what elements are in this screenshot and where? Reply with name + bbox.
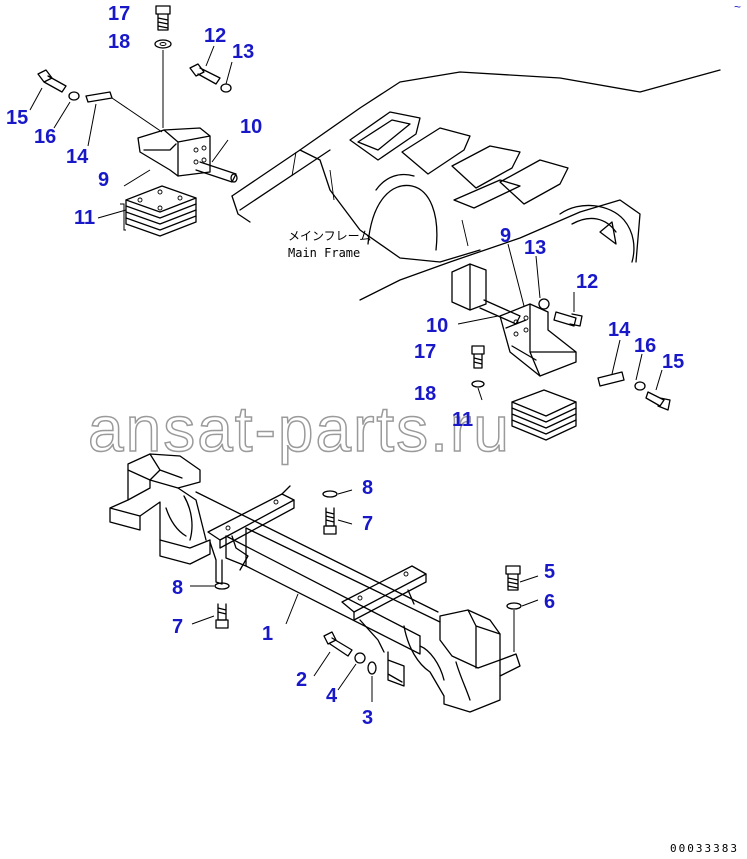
- corner-mark: ~: [733, 0, 741, 14]
- leader-lines: [29, 45, 663, 702]
- callout-4: 4: [326, 685, 338, 707]
- callout-5: 5: [544, 561, 556, 583]
- callout-14-upper: 14: [66, 146, 89, 168]
- main-frame-label-en: Main Frame: [288, 246, 361, 260]
- callout-10-upper: 10: [240, 116, 263, 138]
- callout-3: 3: [362, 707, 374, 729]
- callout-17-upper: 17: [108, 3, 131, 25]
- callout-15-right: 15: [662, 351, 685, 373]
- cross-member-assembly: [109, 453, 522, 713]
- main-frame-label-jp: メインフレーム: [288, 229, 372, 243]
- callout-1: 1: [262, 623, 274, 645]
- callout-8-upper: 8: [362, 477, 374, 499]
- callout-9-upper: 9: [98, 169, 110, 191]
- callout-14-right: 14: [608, 319, 631, 341]
- callout-15-upper: 15: [6, 107, 29, 129]
- callout-9-right: 9: [500, 225, 512, 247]
- callout-11-right: 11: [452, 409, 474, 431]
- callout-7-upper: 7: [362, 513, 374, 535]
- callout-8-lower: 8: [172, 577, 184, 599]
- drawing-code: 00033383: [670, 842, 739, 855]
- main-frame: [231, 69, 721, 301]
- callout-18-right: 18: [414, 383, 437, 405]
- callout-6: 6: [544, 591, 556, 613]
- callout-13-right: 13: [524, 237, 547, 259]
- callout-17-right: 17: [414, 341, 437, 363]
- callout-13-upper: 13: [232, 41, 255, 63]
- callout-7-lower: 7: [172, 616, 184, 638]
- callout-10-right: 10: [426, 315, 449, 337]
- callout-16-upper: 16: [34, 126, 57, 148]
- callout-12-upper: 12: [204, 25, 227, 47]
- watermark: ansat-parts.ru: [87, 392, 511, 466]
- callout-2: 2: [296, 669, 308, 691]
- callout-18-upper: 18: [108, 31, 131, 53]
- upper-left-bracket-group: [37, 5, 238, 237]
- callout-12-right: 12: [576, 271, 599, 293]
- callout-16-right: 16: [634, 335, 657, 357]
- callout-11-upper: 11: [74, 207, 96, 229]
